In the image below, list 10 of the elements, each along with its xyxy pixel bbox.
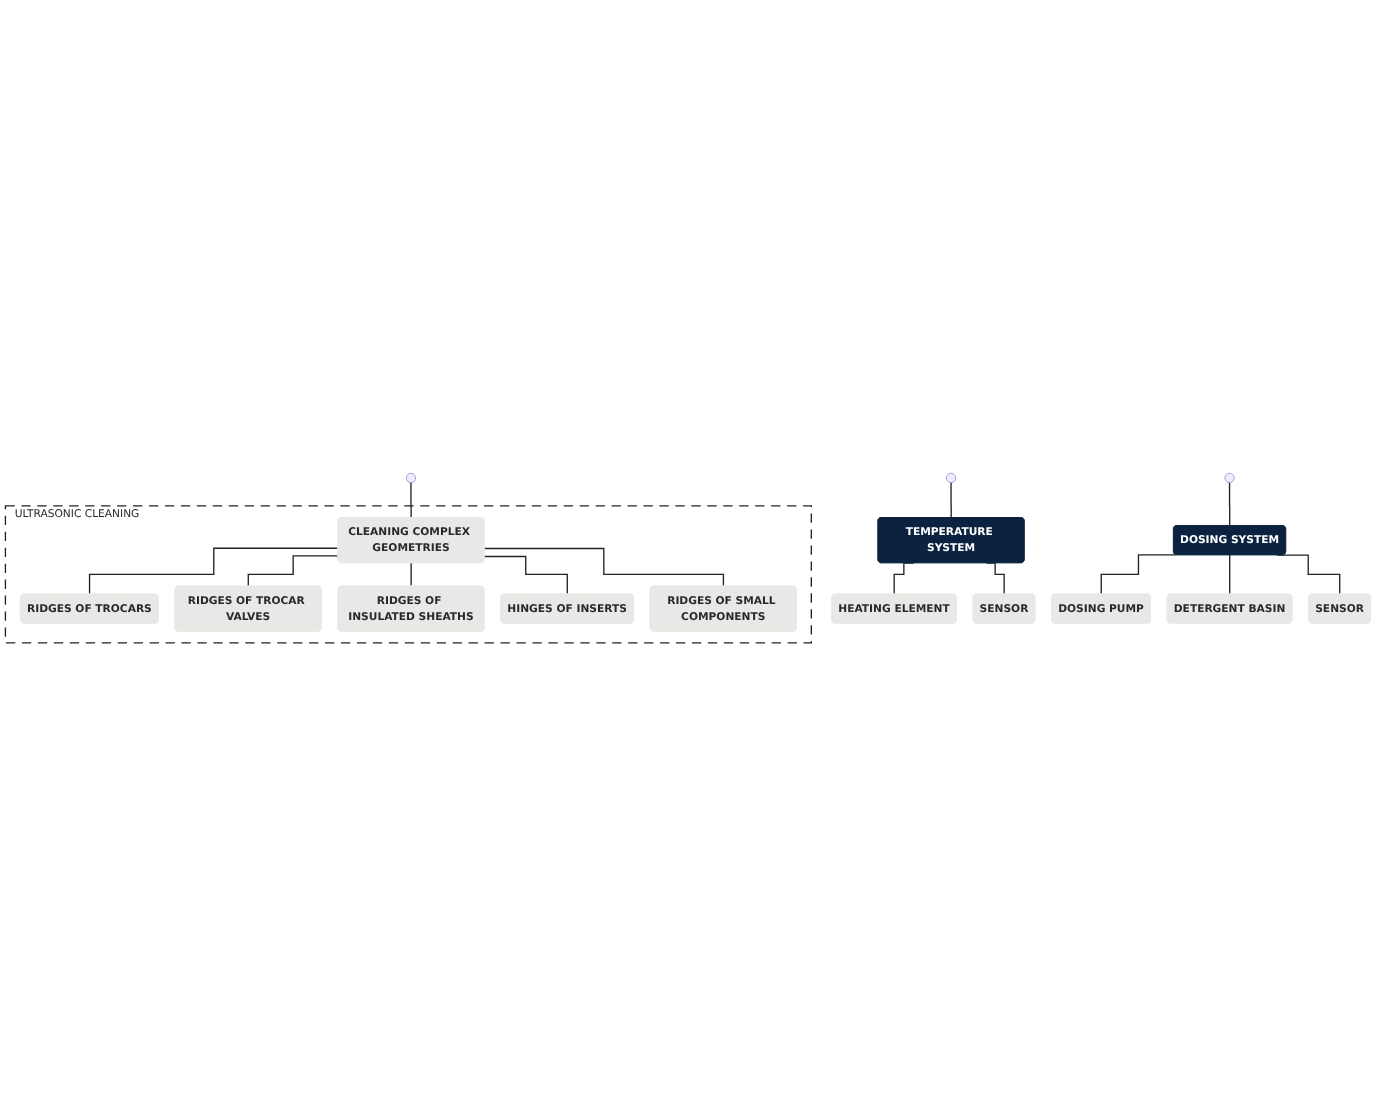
- connector: [410, 481, 412, 519]
- connector: [1100, 554, 1177, 595]
- connector: [1229, 554, 1231, 595]
- connector: [483, 547, 725, 587]
- connector: [88, 547, 339, 595]
- connector: [247, 555, 339, 587]
- connector: [950, 481, 953, 519]
- connector: [483, 555, 569, 595]
- connector: [410, 562, 412, 587]
- connector: [1228, 481, 1231, 527]
